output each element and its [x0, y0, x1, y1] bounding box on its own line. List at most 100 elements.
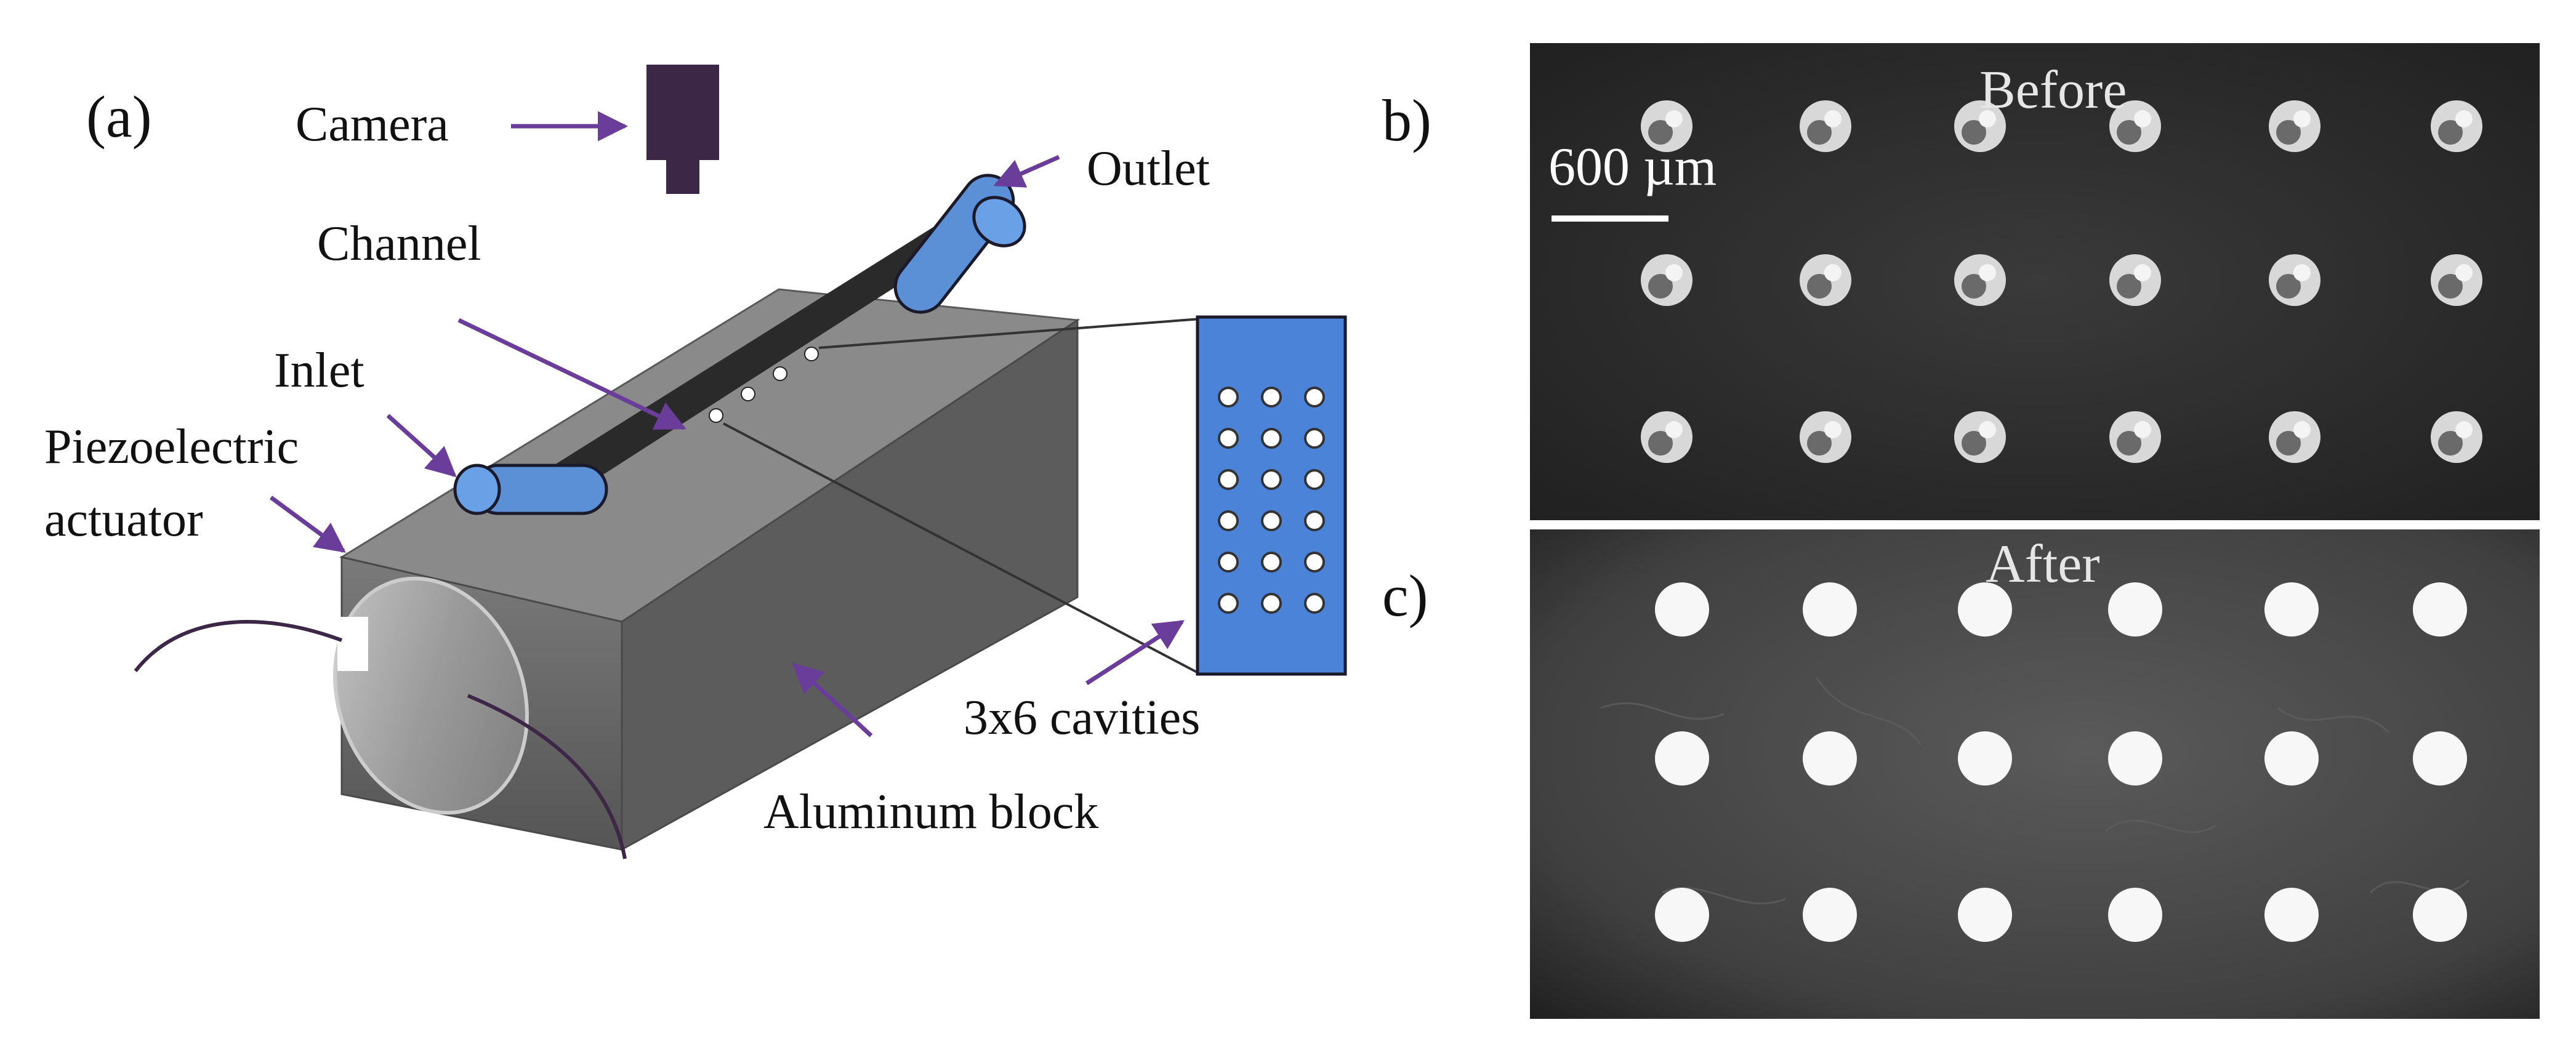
after-cavity — [2413, 888, 2467, 942]
outlet-tube — [893, 174, 1026, 314]
before-cavity-shadow — [2438, 431, 2463, 456]
before-cavity-highlight — [2293, 421, 2311, 438]
inlet-arrow — [386, 414, 457, 478]
plate-cavity — [1261, 552, 1282, 573]
before-cavity-highlight — [2134, 264, 2151, 281]
after-title: After — [1986, 534, 2100, 594]
cavities-label: 3x6 cavities — [964, 691, 1200, 745]
before-cavity-shadow — [2276, 120, 2301, 145]
after-cavity — [2264, 888, 2319, 942]
plate-cavity — [1304, 510, 1325, 531]
wire-right — [467, 694, 627, 859]
before-cavity-shadow — [2117, 431, 2141, 456]
scale-bar — [1552, 215, 1668, 222]
before-cavity-highlight — [2455, 110, 2473, 127]
before-cavity-shadow — [1807, 120, 1832, 145]
before-title: Before — [1979, 60, 2127, 120]
before-cavity-shadow — [2276, 431, 2301, 456]
outlet-label: Outlet — [1087, 142, 1210, 196]
before-cavity-shadow — [2117, 120, 2141, 145]
before-cavity-shadow — [2438, 120, 2463, 145]
plate-cavity — [1304, 387, 1325, 408]
after-cavity — [1803, 731, 1857, 786]
piezo-label-line1: Piezoelectric — [44, 420, 299, 474]
after-cavity — [2108, 582, 2162, 637]
plate-cavity — [1304, 469, 1325, 490]
before-cavity-shadow — [1807, 431, 1832, 456]
after-cavity — [1958, 888, 2012, 942]
zoom-line-bottom — [723, 422, 1201, 675]
before-cavities — [1641, 100, 2482, 463]
before-cavity-highlight — [1979, 264, 1996, 281]
aluminum-block — [333, 288, 1081, 851]
after-cavity — [1803, 582, 1857, 637]
before-cavity-highlight — [2134, 421, 2151, 438]
piezo-disc — [333, 576, 529, 815]
piezo-arrow — [269, 496, 346, 553]
channel-cavities — [709, 347, 819, 423]
after-cavity — [2108, 731, 2162, 786]
panel-a-diagram: (a) Camera — [44, 65, 1347, 859]
after-cavity — [1958, 582, 2012, 637]
outlet-arrow — [993, 155, 1060, 188]
channel-strip — [520, 222, 964, 514]
before-cavity-highlight — [2455, 264, 2473, 281]
after-texture — [1600, 677, 2470, 905]
before-cavity-highlight — [2455, 421, 2473, 438]
plate-cavity — [1261, 469, 1282, 490]
before-cavity-highlight — [1824, 421, 1841, 438]
after-cavity — [1803, 888, 1857, 942]
before-cavity-highlight — [1979, 110, 1996, 127]
before-cavity-highlight — [1979, 421, 1996, 438]
before-cavity-shadow — [1962, 274, 1986, 299]
panel-c-label: c) — [1382, 563, 1428, 629]
after-cavity — [1655, 731, 1709, 786]
before-cavity-highlight — [2293, 110, 2311, 127]
after-cavity — [2413, 731, 2467, 786]
plate-cavity — [1218, 510, 1239, 531]
before-cavity-shadow — [2276, 274, 2301, 299]
after-cavity — [1655, 582, 1709, 637]
after-cavities — [1655, 582, 2467, 942]
before-cavity-shadow — [1962, 120, 1986, 145]
before-cavity-highlight — [2134, 110, 2151, 127]
inlet-label: Inlet — [274, 344, 364, 398]
channel-arrow — [457, 318, 686, 430]
block-arrow — [792, 662, 873, 738]
before-cavity-shadow — [1962, 431, 1986, 456]
plate-cavity — [1261, 593, 1282, 614]
plate-cavity — [1218, 387, 1239, 408]
piezo-label-line2: actuator — [44, 492, 203, 547]
panel-a-label: (a) — [86, 84, 152, 150]
before-cavity-highlight — [1665, 421, 1683, 438]
plate-cavity — [1218, 469, 1239, 490]
plate-cavity — [1218, 428, 1239, 449]
camera-icon — [646, 65, 719, 194]
cavities-arrow — [1085, 620, 1185, 685]
before-cavity-highlight — [2293, 264, 2311, 281]
plate-cavity — [1218, 552, 1239, 573]
before-cavity-shadow — [2117, 274, 2141, 299]
after-cavity — [2413, 582, 2467, 637]
before-cavity-shadow — [1648, 431, 1673, 456]
after-cavity — [2264, 582, 2319, 637]
piezo-contact — [337, 617, 368, 671]
after-cavity — [1655, 888, 1709, 942]
plate-cavity — [1304, 593, 1325, 614]
plate-cavity — [1261, 387, 1282, 408]
before-cavity-highlight — [1665, 110, 1683, 127]
cavity-plate — [1196, 315, 1347, 676]
plate-cavity — [1304, 428, 1325, 449]
before-cavity-shadow — [1648, 120, 1673, 145]
block-label: Aluminum block — [763, 785, 1098, 839]
zoom-line-top — [818, 318, 1201, 349]
scale-bar-label: 600 µm — [1548, 137, 1717, 197]
plate-cavity — [1218, 593, 1239, 614]
before-image — [1530, 43, 2540, 520]
before-cavity-highlight — [1824, 110, 1841, 127]
before-cavity-shadow — [1807, 274, 1832, 299]
before-cavity-highlight — [1665, 264, 1683, 281]
inlet-tube — [453, 464, 608, 515]
before-cavity-shadow — [2438, 274, 2463, 299]
plate-cavity — [1261, 510, 1282, 531]
